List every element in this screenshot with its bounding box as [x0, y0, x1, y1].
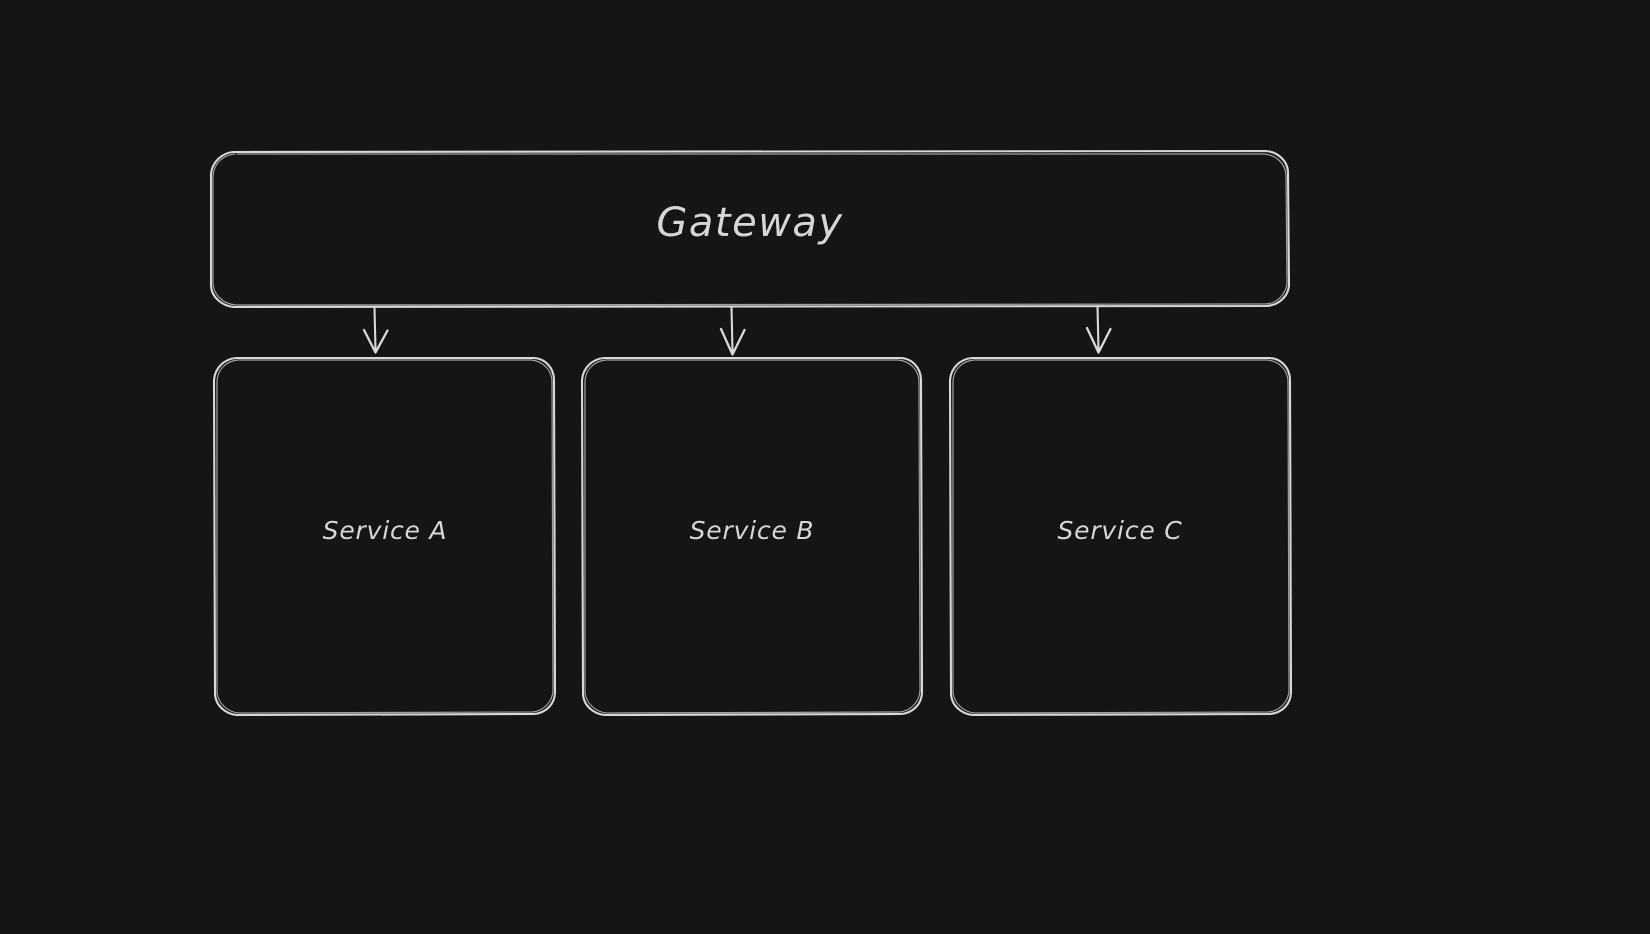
service-c-outline-stroke-1 — [948, 356, 1293, 717]
service-b-outline-stroke-1 — [580, 356, 924, 717]
service-a-outline-stroke-2 — [216, 359, 554, 714]
gateway-outline-stroke-2 — [212, 153, 1288, 306]
arrow-shaft-c — [1096, 304, 1100, 352]
service-a-outline-stroke-1 — [212, 356, 557, 717]
arrowhead-a — [362, 328, 389, 354]
arrowhead-c — [1085, 326, 1112, 354]
arrowhead-b — [719, 327, 746, 356]
edge-gateway-to-service-a[interactable] — [362, 306, 389, 354]
node-service-b[interactable] — [580, 356, 924, 717]
arrow-shaft-a — [373, 306, 377, 352]
edge-gateway-to-service-b[interactable] — [719, 305, 746, 356]
service-c-outline-stroke-2 — [952, 359, 1290, 714]
edge-gateway-to-service-c[interactable] — [1085, 304, 1112, 354]
node-service-c[interactable] — [948, 356, 1293, 717]
node-gateway[interactable] — [209, 149, 1291, 309]
gateway-outline-stroke-1 — [209, 149, 1291, 309]
service-b-outline-stroke-2 — [584, 359, 921, 714]
node-service-a[interactable] — [212, 356, 557, 717]
arrow-shaft-b — [730, 305, 734, 354]
